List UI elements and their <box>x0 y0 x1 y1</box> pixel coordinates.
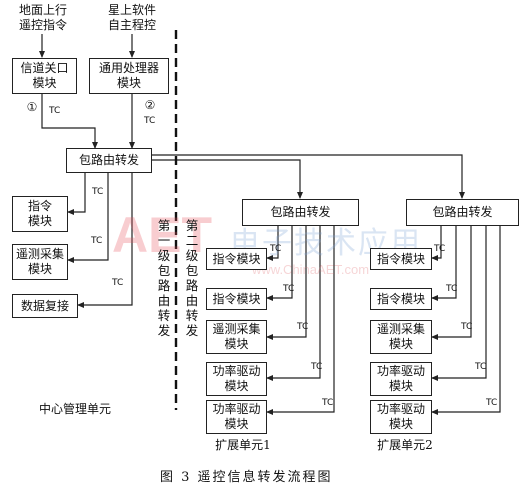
ground-command-source: 地面上行 遥控指令 <box>18 3 67 32</box>
ext1-power-drive-module-2: 功率驱动 模块 <box>206 400 267 434</box>
ext1-to-power2-line <box>266 226 335 415</box>
step-2-marker: ② <box>144 98 156 112</box>
ext2-to-cmd1-line <box>431 226 442 261</box>
ext1-power-drive-module-1: 功率驱动 模块 <box>206 362 267 396</box>
tc-label-center-telemetry: TC <box>91 236 103 246</box>
tc-label-ext2-cmd1: TC <box>434 244 446 254</box>
tc-label-step1: TC <box>49 106 61 116</box>
router-to-ext1-line <box>152 159 303 199</box>
tc-label-ext1-cmd2: TC <box>283 284 295 294</box>
router-to-mux-line <box>77 173 133 308</box>
ext2-to-power2-line <box>431 226 501 415</box>
ext1-to-cmd1-line <box>266 226 279 261</box>
data-mux-module: 数据复接 <box>12 294 78 318</box>
tc-label-ext2-power2: TC <box>486 398 498 408</box>
tc-label-ext1-cmd1: TC <box>270 244 282 254</box>
tc-label-ext1-power2: TC <box>322 398 334 408</box>
watermark-logo: AET <box>112 207 212 263</box>
tc-label-ext2-telemetry: TC <box>461 322 473 332</box>
tc-label-ext1-power1: TC <box>311 362 323 372</box>
center-command-module: 指令 模块 <box>12 196 68 232</box>
processor-module: 通用处理器 模块 <box>89 58 169 94</box>
ext2-packet-router: 包路由转发 <box>406 199 519 226</box>
figure-caption: 图 3 遥控信息转发流程图 <box>160 470 333 485</box>
step-1-marker: ① <box>26 100 38 114</box>
ext1-to-power1-line <box>266 226 321 381</box>
gate-to-router-line <box>41 94 98 149</box>
ext2-power-drive-module-1: 功率驱动 模块 <box>370 362 432 396</box>
tc-label-data-mux: TC <box>112 278 124 288</box>
tc-label-ext2-power1: TC <box>475 362 487 372</box>
router-to-command-line <box>67 173 86 215</box>
ext2-unit-label: 扩展单元2 <box>377 438 433 452</box>
ext2-to-cmd2-line <box>431 226 457 301</box>
ext1-packet-router: 包路由转发 <box>242 199 359 226</box>
ext2-power-drive-module-2: 功率驱动 模块 <box>370 400 432 434</box>
tc-label-ext2-cmd2: TC <box>446 284 458 294</box>
tc-label-step2: TC <box>144 116 156 126</box>
tc-label-center-command: TC <box>92 187 104 197</box>
ext1-command-module-1: 指令模块 <box>206 248 267 270</box>
center-packet-router: 包路由转发 <box>66 148 152 173</box>
level-2-label: 第二级包路由转发 <box>185 218 199 338</box>
tc-label-ext1-telemetry: TC <box>297 322 309 332</box>
center-telemetry-module: 遥测采集 模块 <box>12 244 68 280</box>
ext1-command-module-2: 指令模块 <box>206 288 267 310</box>
ext1-telemetry-module: 遥测采集 模块 <box>206 320 267 354</box>
router-to-ext2-line <box>152 154 465 199</box>
ext1-unit-label: 扩展单元1 <box>215 438 271 452</box>
ext1-to-telemetry-line <box>266 226 307 340</box>
ext2-telemetry-module: 遥测采集 模块 <box>370 320 432 354</box>
watermark-url: www.ChinaAET.com <box>252 262 370 277</box>
ext1-to-cmd2-line <box>266 226 293 301</box>
ext2-to-telemetry-line <box>431 226 472 340</box>
level-1-label: 第一级包路由转发 <box>157 218 171 338</box>
ext2-to-power1-line <box>431 226 487 381</box>
onboard-program-source: 星上软件 自主程控 <box>107 3 156 32</box>
center-unit-label: 中心管理单元 <box>38 402 111 416</box>
channel-gate-module: 信道关口 模块 <box>12 58 77 94</box>
ext2-command-module-1: 指令模块 <box>370 248 432 270</box>
router-to-telemetry-line <box>67 173 109 263</box>
ext2-command-module-2: 指令模块 <box>370 288 432 310</box>
